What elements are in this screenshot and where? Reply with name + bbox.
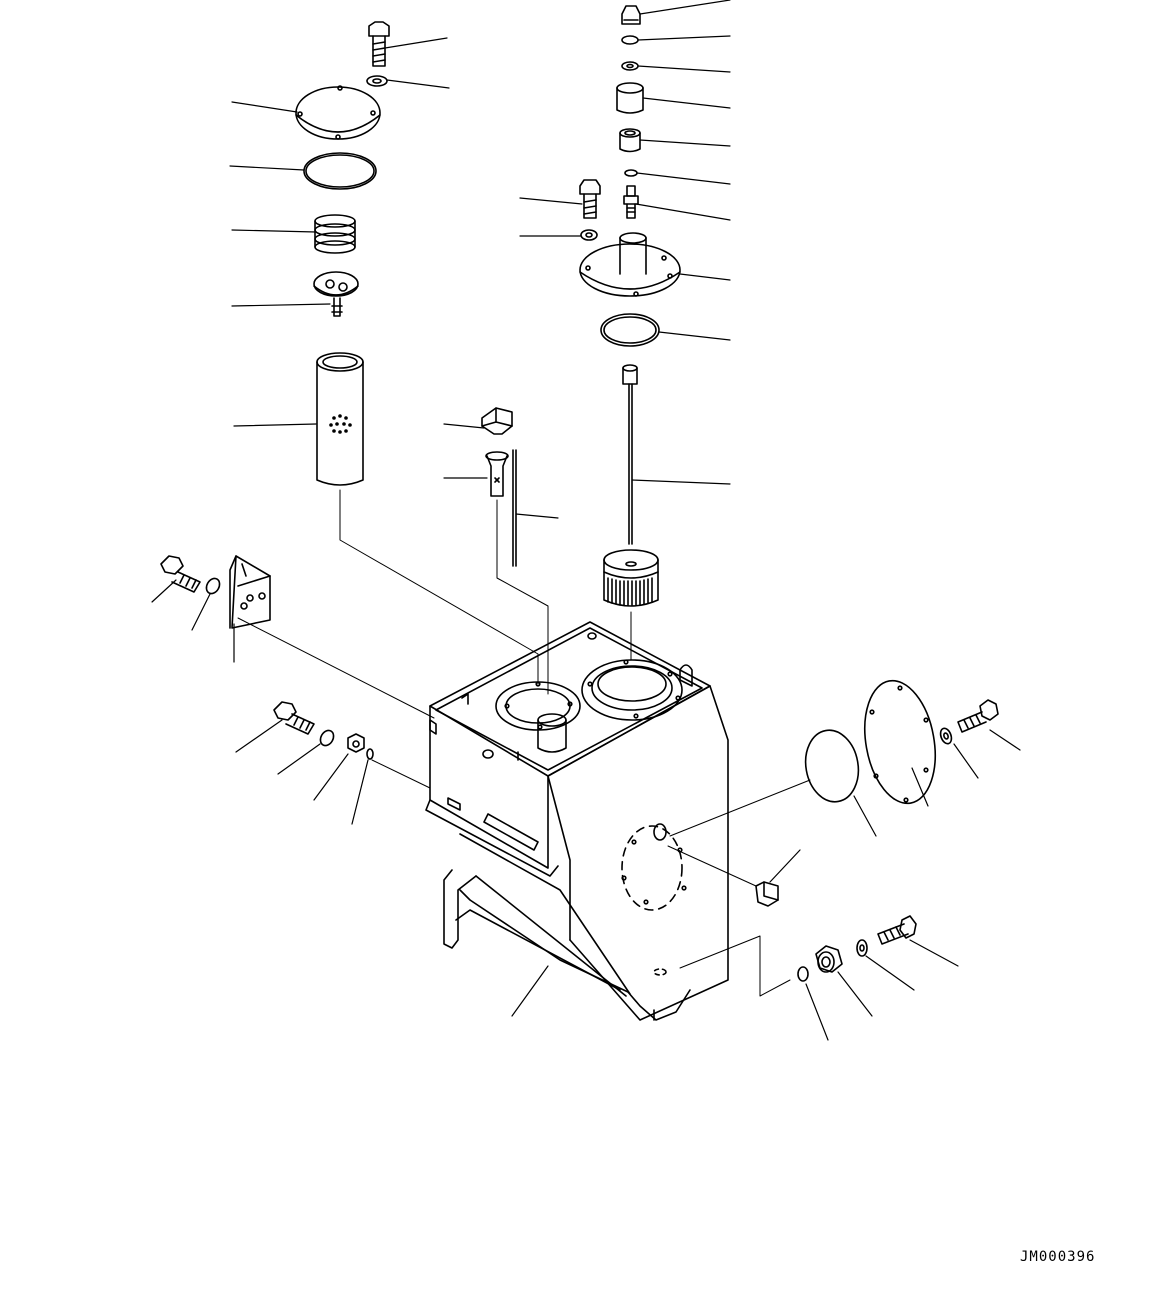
drain-washer	[857, 940, 867, 956]
spring	[315, 215, 355, 253]
washer-plate	[581, 230, 597, 240]
drain-valve	[816, 946, 842, 972]
strainer-rod	[623, 365, 637, 544]
strainer-plate	[580, 233, 680, 296]
valve-assembly	[314, 272, 358, 316]
washer-top-cover	[367, 76, 387, 86]
drawing-reference-code: JM000396	[1020, 1249, 1096, 1265]
snap-ring	[622, 36, 638, 44]
plug-valve	[624, 186, 638, 218]
bracket	[230, 556, 270, 628]
cap-body	[617, 83, 643, 113]
side-o-ring	[800, 726, 864, 806]
o-ring-small	[625, 170, 637, 176]
filter-element	[317, 353, 363, 485]
leader-lines	[152, 0, 1020, 1040]
drain-o-ring	[798, 967, 808, 981]
tank-nut	[348, 734, 364, 752]
tube	[513, 450, 516, 566]
hydraulic-tank	[426, 622, 728, 1020]
drain-plug	[756, 882, 778, 906]
side-washer	[939, 727, 954, 745]
side-cover	[856, 675, 944, 809]
cap	[622, 6, 640, 24]
strainer	[604, 550, 658, 606]
tank-washer	[318, 728, 336, 748]
bracket-bolt	[161, 556, 200, 592]
o-ring-strainer	[601, 314, 659, 346]
bolt-top-cover	[369, 22, 389, 66]
tank-o-ring	[367, 749, 373, 759]
side-bolt	[958, 700, 998, 732]
filter-cover-plate	[296, 86, 380, 139]
bolt-plate	[580, 180, 600, 218]
drain-bolt	[878, 916, 916, 944]
sight-gauge	[486, 452, 508, 496]
bracket-washer	[204, 576, 222, 596]
bushing	[620, 129, 640, 152]
sight-gauge-clip	[482, 408, 512, 434]
assembly-lines	[238, 490, 810, 996]
o-ring-cover	[304, 153, 376, 189]
tank-bolt	[274, 702, 314, 734]
washer-small	[622, 62, 638, 70]
